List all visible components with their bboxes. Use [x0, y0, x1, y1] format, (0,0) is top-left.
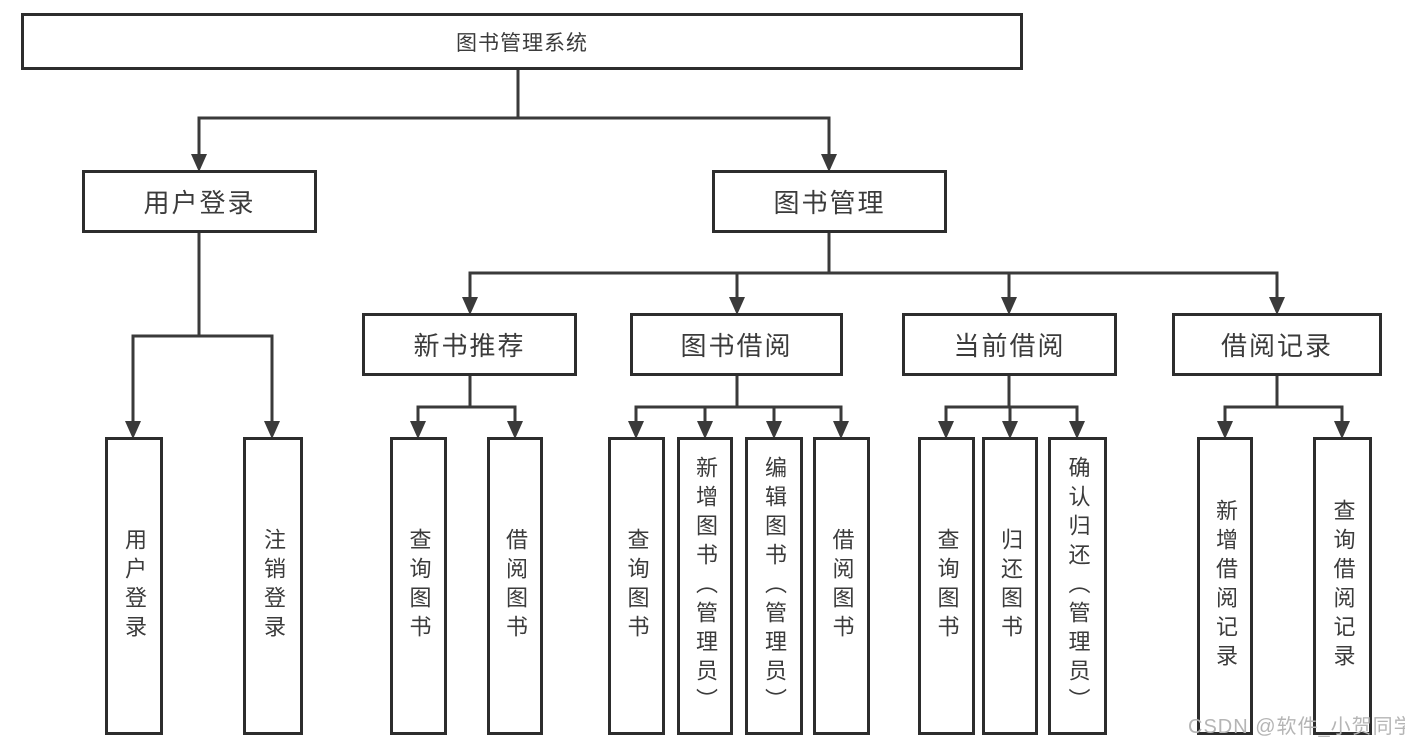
- leaf-return-book-label: 归还图书: [998, 528, 1023, 644]
- leaf-edit-book-admin: 编辑图书（管理员）: [745, 437, 803, 735]
- leaf-logout: 注销登录: [243, 437, 303, 735]
- node-user-login: 用户登录: [82, 170, 317, 233]
- leaf-query-books-recommend-label: 查询图书: [406, 528, 432, 644]
- leaf-user-login-label: 用户登录: [122, 528, 147, 644]
- leaf-query-borrow-record-label: 查询借阅记录: [1330, 499, 1356, 673]
- leaf-query-books-current: 查询图书: [918, 437, 975, 735]
- leaf-confirm-return-admin-label: 确认归还（管理员）: [1065, 455, 1091, 717]
- node-book-borrowing: 图书借阅: [630, 313, 843, 376]
- leaf-borrow-books-borrowing: 借阅图书: [813, 437, 870, 735]
- leaf-edit-book-admin-label: 编辑图书（管理员）: [762, 455, 787, 717]
- leaf-query-books-borrowing: 查询图书: [608, 437, 665, 735]
- leaf-add-borrow-record-label: 新增借阅记录: [1213, 499, 1238, 673]
- leaf-borrow-books-borrowing-label: 借阅图书: [829, 528, 855, 644]
- leaf-query-books-recommend: 查询图书: [390, 437, 447, 735]
- leaf-return-book: 归还图书: [982, 437, 1038, 735]
- csdn-watermark: CSDN @软件_小贺同学: [1188, 716, 1405, 738]
- leaf-query-borrow-record: 查询借阅记录: [1313, 437, 1372, 735]
- leaf-add-borrow-record: 新增借阅记录: [1197, 437, 1253, 735]
- leaf-query-books-current-label: 查询图书: [934, 528, 960, 644]
- node-current-borrowing: 当前借阅: [902, 313, 1117, 376]
- leaf-logout-label: 注销登录: [261, 528, 286, 644]
- node-borrowing-records: 借阅记录: [1172, 313, 1382, 376]
- leaf-confirm-return-admin: 确认归还（管理员）: [1048, 437, 1107, 735]
- node-library-management-system: 图书管理系统: [21, 13, 1023, 70]
- leaf-user-login: 用户登录: [105, 437, 163, 735]
- leaf-borrow-books-recommend: 借阅图书: [487, 437, 543, 735]
- leaf-borrow-books-recommend-label: 借阅图书: [503, 528, 528, 644]
- leaf-query-books-borrowing-label: 查询图书: [624, 528, 650, 644]
- node-book-management: 图书管理: [712, 170, 947, 233]
- node-new-book-recommend: 新书推荐: [362, 313, 577, 376]
- leaf-add-book-admin: 新增图书（管理员）: [677, 437, 733, 735]
- leaf-add-book-admin-label: 新增图书（管理员）: [693, 455, 718, 717]
